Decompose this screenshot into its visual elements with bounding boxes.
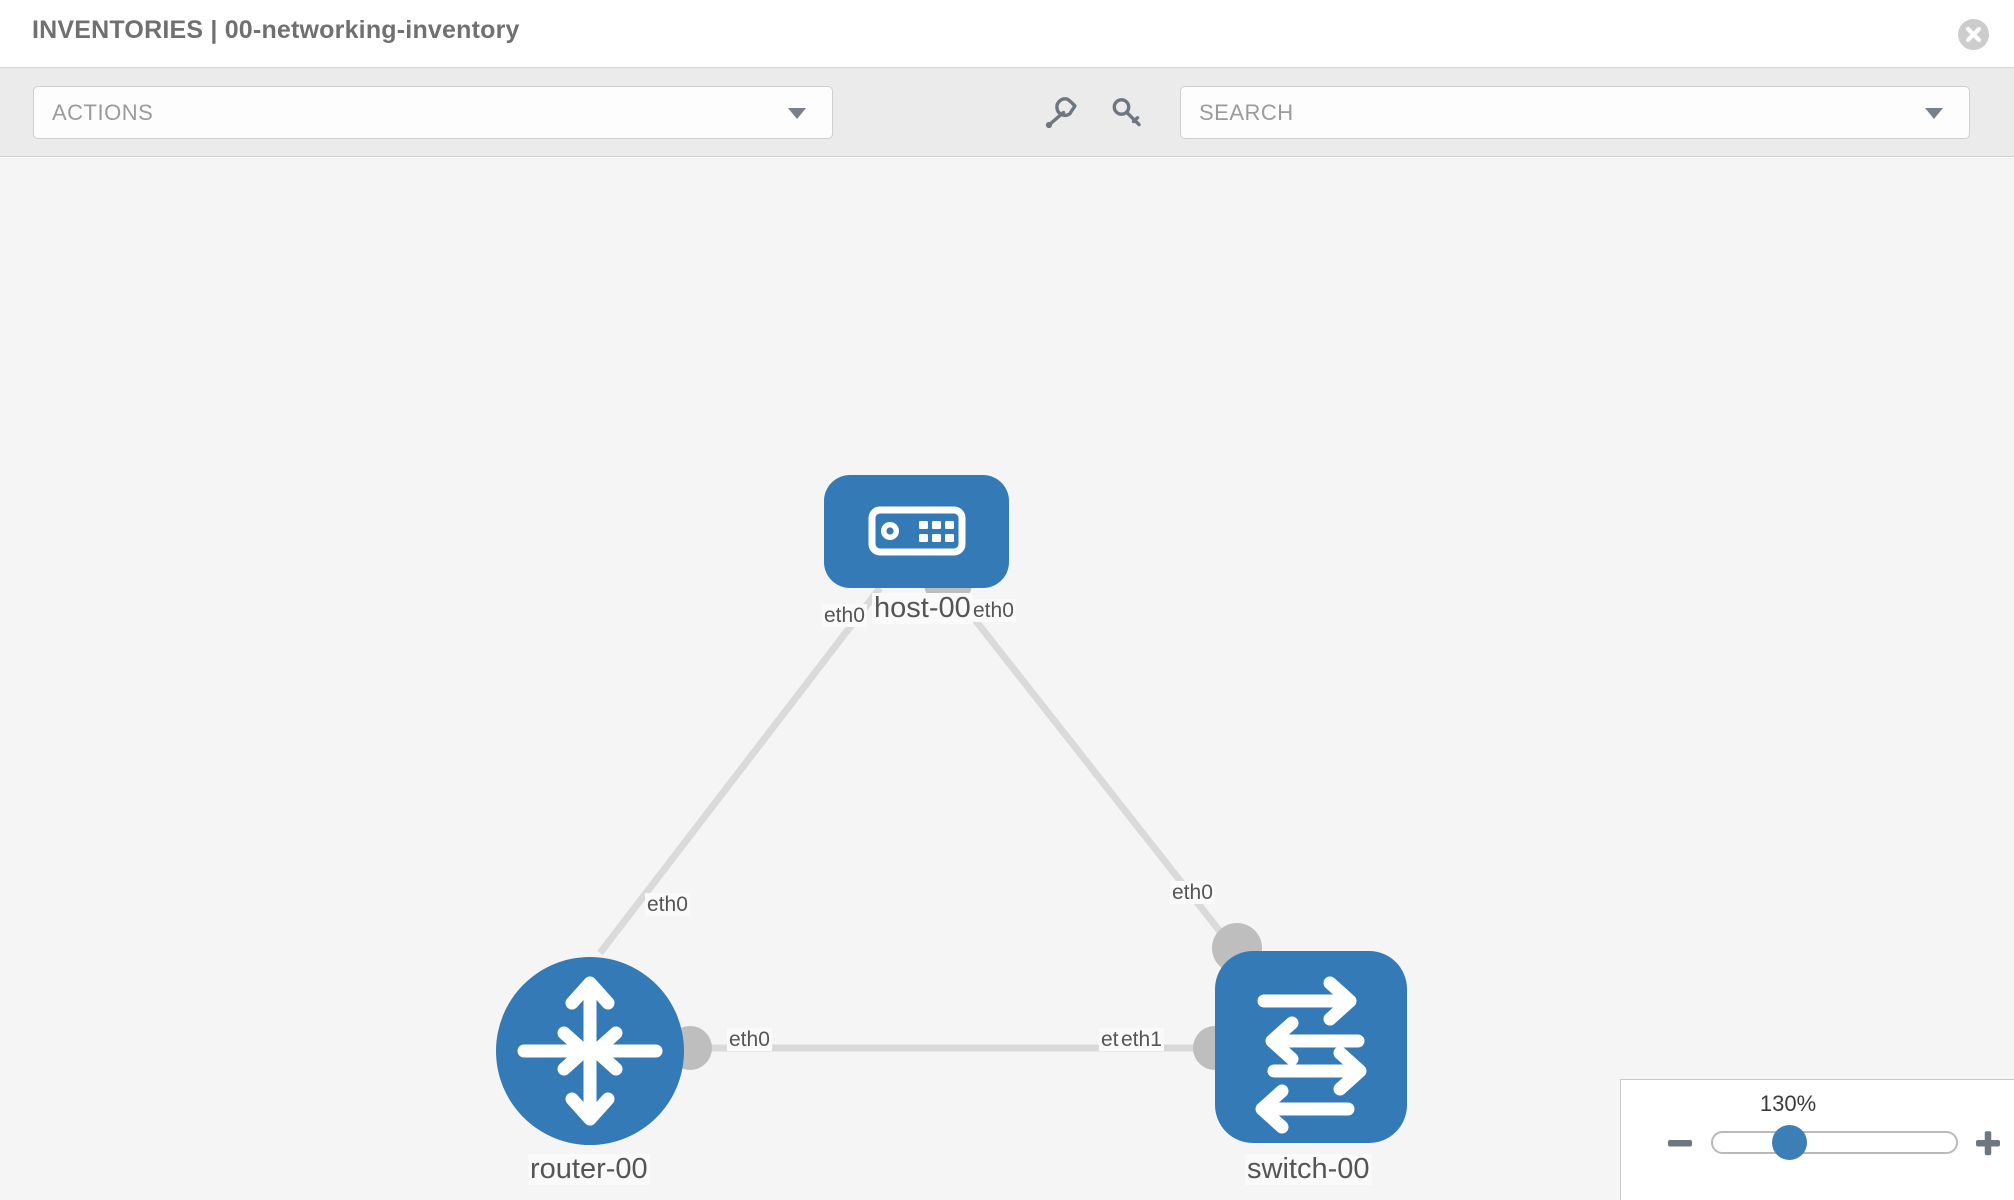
- topology-links: [597, 585, 1236, 1052]
- switch-arrows-icon: [1255, 976, 1367, 1134]
- wrench-icon[interactable]: [1041, 94, 1079, 132]
- actions-dropdown[interactable]: ACTIONS: [33, 86, 833, 139]
- topology-connectors: [668, 559, 1262, 1070]
- close-icon[interactable]: [1958, 19, 1989, 50]
- interface-label: eth0: [645, 893, 690, 916]
- zoom-control-panel: 130%: [1620, 1079, 2014, 1200]
- topology-canvas[interactable]: eth0 eth0 eth0 eth0 eth0 eth0 eth1 host-…: [0, 158, 2014, 1200]
- zoom-slider-handle[interactable]: [1772, 1125, 1807, 1160]
- interface-label: eth0: [727, 1028, 772, 1051]
- toolbar: ACTIONS SEARCH: [0, 68, 2014, 157]
- interface-label: eth0: [822, 604, 867, 627]
- node-switch-00: [1215, 951, 1407, 1143]
- page-header: INVENTORIES | 00-networking-inventory: [0, 0, 2014, 68]
- node-label-router-00: router-00: [528, 1153, 650, 1185]
- node-host-00: [824, 475, 1009, 588]
- zoom-percent-label: 130%: [1759, 1091, 1817, 1116]
- page-title: INVENTORIES | 00-networking-inventory: [32, 16, 520, 44]
- zoom-slider-track[interactable]: [1711, 1131, 1958, 1154]
- node-label-host-00: host-00: [872, 592, 973, 624]
- interface-label: eth1: [1119, 1028, 1164, 1051]
- search-input[interactable]: SEARCH: [1180, 86, 1970, 139]
- chevron-down-icon: [788, 108, 806, 119]
- search-placeholder: SEARCH: [1199, 100, 1294, 125]
- plus-icon[interactable]: [1973, 1128, 2003, 1158]
- node-label-switch-00: switch-00: [1245, 1153, 1372, 1185]
- interface-label: eth0: [971, 599, 1016, 622]
- interface-label: eth0: [1170, 881, 1215, 904]
- server-icon: [868, 506, 966, 556]
- node-router-00: [496, 957, 684, 1145]
- router-arrows-icon: [517, 976, 663, 1126]
- chevron-down-icon: [1925, 108, 1943, 119]
- actions-dropdown-label: ACTIONS: [52, 100, 154, 125]
- key-icon[interactable]: [1108, 94, 1146, 132]
- topology-graph: [496, 475, 1407, 1145]
- minus-icon[interactable]: [1665, 1128, 1695, 1158]
- link-host00-router00: [597, 585, 883, 956]
